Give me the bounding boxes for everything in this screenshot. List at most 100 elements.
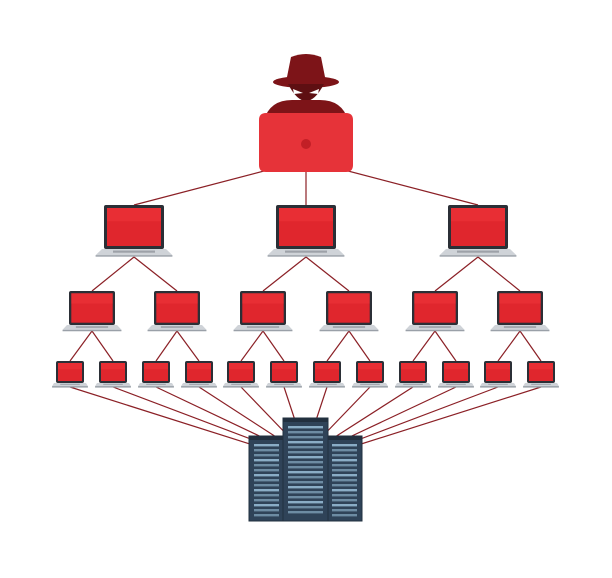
laptop-screen — [107, 208, 161, 246]
server-vent — [332, 469, 357, 472]
server-vent — [254, 499, 279, 502]
laptop-keys — [488, 383, 508, 385]
laptop-keys — [457, 250, 499, 253]
link-tier1-to-tier2 — [91, 256, 135, 292]
laptop-icon — [233, 291, 293, 332]
laptop-logo — [301, 139, 311, 149]
server-chassis — [326, 435, 363, 522]
link-tier2-to-tier3 — [176, 330, 200, 362]
laptop-keys — [332, 326, 366, 328]
screen-glare — [451, 208, 505, 222]
server-vent — [254, 504, 279, 507]
screen-glare — [486, 363, 510, 370]
laptop-screen — [486, 363, 510, 381]
laptop-icon — [439, 205, 517, 257]
laptop-keys — [113, 250, 155, 253]
laptop-screen — [315, 363, 339, 381]
laptop-edge — [138, 386, 174, 388]
laptop-icon — [138, 361, 174, 388]
laptop-edge — [62, 329, 122, 332]
laptop-screen — [444, 363, 468, 381]
server-left — [248, 435, 285, 522]
laptop-icon — [405, 291, 465, 332]
laptop-keys — [503, 326, 537, 328]
server-vent — [288, 431, 323, 434]
screen-glare — [71, 293, 113, 304]
laptop-icon — [523, 361, 559, 388]
laptop-edge — [95, 255, 173, 257]
connector-lines — [69, 159, 542, 447]
link-tier2-to-tier3 — [155, 330, 178, 362]
laptop-keys — [231, 383, 251, 385]
server-vent — [288, 506, 323, 509]
laptop-edge — [309, 386, 345, 388]
link-tier1-to-tier2 — [305, 256, 350, 292]
laptop-screen — [529, 363, 553, 381]
laptop-icon — [223, 361, 259, 388]
laptop-edge — [223, 386, 259, 388]
server-vent — [332, 509, 357, 512]
laptop-keys — [360, 383, 380, 385]
laptop-screen — [71, 293, 113, 323]
laptop-edge — [95, 386, 131, 388]
laptop-edge — [438, 386, 474, 388]
screen-glare — [499, 293, 541, 304]
server-vent — [332, 514, 357, 517]
server-vent — [332, 449, 357, 452]
server-vent — [288, 501, 323, 504]
hacker-face — [288, 84, 324, 101]
server-vent — [288, 441, 323, 444]
server-vent — [288, 451, 323, 454]
laptop-icon — [267, 205, 345, 257]
link-tier3-to-server — [336, 386, 457, 444]
server-vent — [254, 494, 279, 497]
laptop-keys — [60, 383, 80, 385]
laptop-edge — [439, 255, 517, 257]
screen-glare — [358, 363, 382, 370]
server-vent — [288, 496, 323, 499]
laptop-edge — [523, 386, 559, 388]
server-vent — [254, 509, 279, 512]
laptop-edge — [405, 329, 465, 332]
laptop-icon — [95, 361, 131, 388]
link-tier3-to-server — [344, 386, 499, 446]
server-chassis — [248, 435, 285, 522]
server-vent — [332, 459, 357, 462]
link-tier3-to-server — [198, 386, 284, 443]
server-vent — [332, 479, 357, 482]
server-vent — [288, 461, 323, 464]
laptop-screen — [451, 208, 505, 246]
laptop-keys — [531, 383, 551, 385]
laptop-edge — [52, 386, 88, 388]
laptop-screen — [499, 293, 541, 323]
laptop-edge — [480, 386, 516, 388]
screen-glare — [279, 208, 333, 222]
laptop-edge — [319, 329, 379, 332]
screen-glare — [529, 363, 553, 370]
screen-glare — [414, 293, 456, 304]
right-eye — [309, 89, 319, 94]
link-tier3-to-server — [112, 386, 267, 446]
laptop-edge — [266, 386, 302, 388]
laptop-screen — [187, 363, 211, 381]
laptop-icon — [266, 361, 302, 388]
laptop-icon — [147, 291, 207, 332]
server-top — [283, 418, 328, 422]
link-tier3-to-server — [155, 386, 275, 444]
laptop-icon — [490, 291, 550, 332]
link-tier3-to-server — [69, 386, 258, 447]
server-vent — [288, 456, 323, 459]
link-tier2-to-tier3 — [412, 330, 436, 362]
hat-crown — [286, 54, 326, 82]
laptop-icon — [309, 361, 345, 388]
server-vent — [254, 514, 279, 517]
server-vent — [254, 464, 279, 467]
server-vent — [254, 489, 279, 492]
server-vent — [288, 426, 323, 429]
screen-glare — [156, 293, 198, 304]
laptop-keys — [446, 383, 466, 385]
link-tier2-to-tier3 — [519, 330, 542, 362]
laptop-screen — [242, 293, 284, 323]
server-vent — [254, 474, 279, 477]
